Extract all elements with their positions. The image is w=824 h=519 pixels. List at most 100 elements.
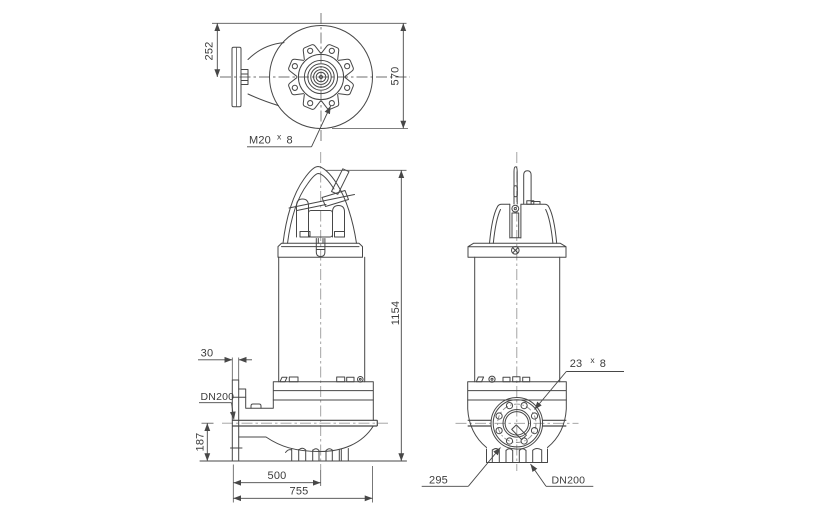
lug-bolt-hole: [291, 84, 298, 91]
dim-570-value: 570: [390, 67, 402, 86]
dn200-front-value: DN200: [552, 474, 586, 486]
label-dn200-side: DN200: [199, 391, 236, 420]
flange-extension-lines: [231, 357, 240, 380]
lifting-rod-slot: [513, 185, 518, 198]
clamp-lug-outline: [321, 44, 340, 61]
cap-dome-inner-line: [287, 173, 335, 244]
bolt-multiplier: x: [277, 132, 282, 142]
dim-30-value: 30: [201, 348, 214, 360]
dim-1154: 1154: [326, 169, 407, 461]
lug-ring-base: [297, 53, 345, 101]
bracket-bolt: [511, 204, 520, 213]
dim-1154-value: 1154: [390, 301, 402, 325]
lug-bolt-hole: [291, 63, 298, 70]
band-lug-front: [512, 376, 521, 383]
clamp-lug: [321, 44, 340, 61]
lug-bolt-hole: [344, 84, 351, 91]
cable-gland-block: [321, 190, 349, 207]
hub-ring: [307, 63, 335, 91]
cap-center-bolt-cross: [512, 247, 519, 254]
flange-bore-outer: [502, 409, 532, 438]
cap-flange-band: [277, 242, 363, 258]
hub-ring: [310, 66, 332, 88]
clamp-lug: [337, 77, 354, 96]
handle-cutout-right: [332, 205, 345, 238]
top-view-inlet-flange: [231, 46, 249, 108]
lug-bolt-hole: [344, 63, 351, 70]
bolt-count: 8: [286, 135, 292, 147]
lug-bolt-hole: [328, 100, 335, 107]
shaft-hub-rings: [303, 59, 339, 95]
flange-bolt-lines: [230, 396, 247, 449]
front-view-discharge-flange: [490, 397, 544, 450]
cutout-foot-left: [299, 231, 311, 238]
dim-295-leader: [467, 447, 501, 487]
motor-body-sides: [278, 256, 366, 383]
side-view-volute: [232, 388, 378, 462]
pipe-boss: [250, 403, 262, 409]
hub-ring: [303, 59, 339, 95]
bolt-thread: M20: [249, 135, 271, 147]
band-bolt-center: [358, 377, 362, 381]
shaft-center: [319, 75, 323, 79]
inlet-channel-curves: [247, 42, 285, 107]
lifting-rod: [513, 166, 518, 205]
band-lug-flag-front: [475, 376, 485, 383]
clamp-lug-outline: [302, 93, 321, 110]
volute-front-sides: [467, 399, 567, 448]
band-bolt-front-center: [490, 377, 494, 381]
hole-multiplier: x: [590, 355, 595, 365]
cap-dome-front-outline: [489, 203, 558, 244]
front-view-volute: [467, 399, 567, 463]
clamp-lug-outline: [302, 44, 321, 61]
side-view-pump: 30 DN200 187 500 755 1154: [195, 152, 407, 503]
handle-cutout-left: [296, 198, 309, 238]
volute-parting-band: [232, 419, 378, 427]
clamp-lug-outline: [288, 77, 305, 96]
hole-diameter: 23: [570, 358, 583, 370]
cable-entry: [331, 168, 350, 195]
dim-500: 500: [232, 464, 322, 503]
flange-bolt-hole: [520, 402, 528, 410]
dim-187: 187: [195, 422, 214, 461]
clamp-lug: [302, 44, 321, 61]
inlet-flange-tab: [240, 69, 249, 85]
clamp-lug: [288, 77, 305, 96]
cable-front: [523, 170, 541, 205]
handle-bracket: [509, 203, 522, 239]
clamp-band-lines: [272, 381, 374, 401]
label-dn200-front: DN200: [530, 463, 594, 487]
dn200-side-leader: [229, 402, 236, 420]
hub-ring: [313, 69, 329, 85]
lug-bolt-hole: [307, 47, 314, 54]
clamp-lug: [288, 58, 305, 77]
cutout-foot-right: [334, 231, 345, 238]
note-23x8-leader: [534, 371, 567, 410]
shaft-key-slot: [511, 424, 527, 441]
bolt-circle: [497, 403, 537, 443]
flange-bolt-hole: [495, 412, 503, 420]
motor-body-front-sides: [474, 256, 561, 383]
flange-outer-circle: [490, 397, 544, 450]
flange-bolt-hole: [505, 437, 514, 445]
volute-parting-band-front: [467, 419, 567, 427]
inlet-flange-tab-lines: [240, 73, 249, 81]
band-lug-front: [502, 376, 511, 383]
dim-500-value: 500: [268, 470, 287, 482]
flange-bolt-hole: [505, 402, 514, 410]
cap-center-bolt: [511, 246, 520, 255]
dim-252-value: 252: [204, 42, 216, 61]
clamp-lug: [337, 58, 354, 77]
cap-dome-front-inner: [492, 209, 554, 244]
drain-plug: [315, 238, 326, 257]
dim-252: 252: [204, 22, 407, 77]
flange-bolt-hole: [530, 412, 539, 420]
cap-top-tab: [526, 200, 535, 205]
terminal-box: [308, 210, 333, 238]
